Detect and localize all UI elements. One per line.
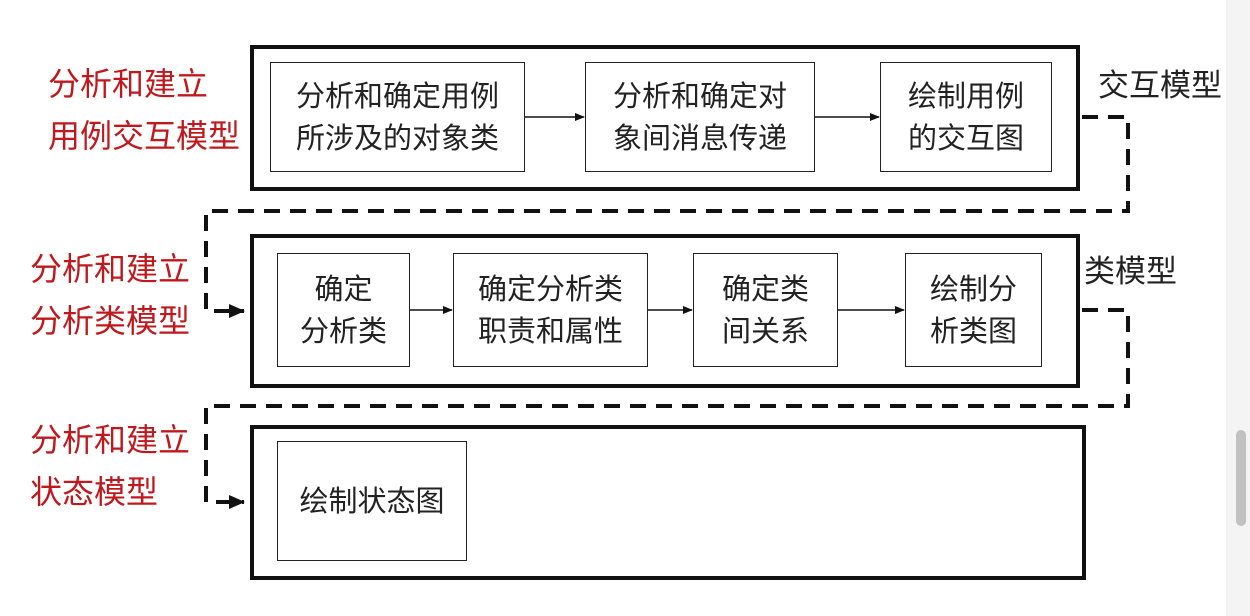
stage-label-state: 分析和建立 状态模型 <box>30 414 190 518</box>
stage-label-interaction: 分析和建立 用例交互模型 <box>48 58 240 162</box>
step-text-line: 所涉及的对象类 <box>295 121 499 155</box>
stage-label-line: 分析和建立 <box>30 250 191 288</box>
stage-frame-state <box>250 425 1086 580</box>
step-text-line: 绘制用例 <box>907 79 1024 113</box>
step-text-line: 绘制状态图 <box>299 484 445 518</box>
step-text-line: 间关系 <box>721 314 809 348</box>
stage-label-line: 分析类模型 <box>30 302 191 340</box>
stage-frame-class <box>250 234 1080 388</box>
step-text-line: 的交互图 <box>907 121 1024 155</box>
step-text-line: 析类图 <box>929 314 1017 348</box>
stage-label-line: 状态模型 <box>30 473 159 511</box>
stage-label-line: 分析和建立 <box>30 421 191 459</box>
model-label-class: 类模型 <box>1084 254 1177 290</box>
step-text-line: 象间消息传递 <box>612 121 787 155</box>
stage-frame-interaction <box>250 45 1080 191</box>
step-text-line: 分析和确定对 <box>612 79 787 113</box>
step-box-class-1: 确定 分析类 <box>277 253 410 367</box>
scrollbar-thumb[interactable] <box>1236 430 1246 526</box>
step-box-class-3: 确定类 间关系 <box>693 253 838 367</box>
step-box-interaction-1: 分析和确定用例 所涉及的对象类 <box>270 62 525 172</box>
step-text-line: 绘制分 <box>929 272 1017 306</box>
step-text-line: 分析类 <box>299 314 387 348</box>
stage-label-line: 分析和建立 <box>48 65 209 103</box>
step-text-line: 职责和属性 <box>477 314 623 348</box>
step-box-state-1: 绘制状态图 <box>277 441 467 561</box>
stage-label-class: 分析和建立 分析类模型 <box>30 243 190 347</box>
step-text-line: 确定类 <box>721 272 809 306</box>
model-label-interaction: 交互模型 <box>1098 68 1222 104</box>
step-text-line: 分析和确定用例 <box>295 79 499 113</box>
step-box-class-2: 确定分析类 职责和属性 <box>453 253 648 367</box>
stage-transition-class-to-state <box>204 308 1130 509</box>
step-box-interaction-2: 分析和确定对 象间消息传递 <box>585 62 815 172</box>
stage-transition-interaction-to-class <box>204 115 1130 318</box>
step-text-line: 确定分析类 <box>477 272 623 306</box>
step-box-interaction-3: 绘制用例 的交互图 <box>880 62 1052 172</box>
stage-label-line: 用例交互模型 <box>48 117 241 155</box>
step-box-class-4: 绘制分 析类图 <box>905 253 1042 367</box>
step-text-line: 确定 <box>314 272 373 306</box>
